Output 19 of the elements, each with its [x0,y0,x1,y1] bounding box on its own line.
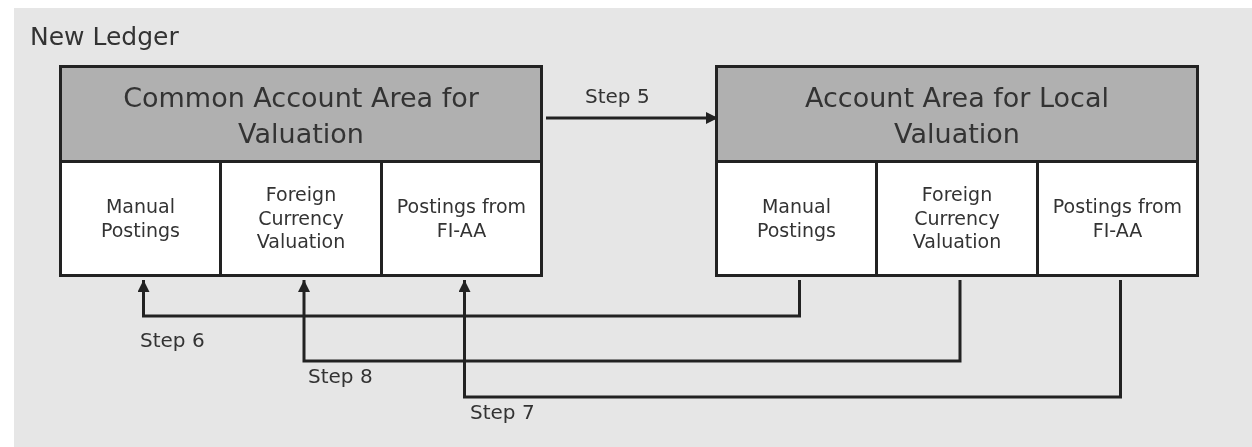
account-area-box [59,65,543,277]
edge-label: Step 7 [470,400,535,424]
arrow [458,280,1122,399]
arrow [137,280,801,318]
account-area-box [715,65,1199,277]
edge-label: Step 6 [140,328,205,352]
posting-cell: Manual Postings [59,160,222,277]
posting-cell: Foreign Currency Valuation [219,160,383,277]
posting-cell: Manual Postings [715,160,878,277]
posting-cell: Postings from FI-AA [380,160,543,277]
arrow [298,280,962,363]
ledger-panel [14,8,1252,447]
posting-cell: Postings from FI-AA [1036,160,1199,277]
posting-cell: Foreign Currency Valuation [875,160,1039,277]
edge-label: Step 8 [308,364,373,388]
edge-label: Step 5 [585,84,650,108]
panel-title: New Ledger [30,22,179,51]
area-heading: Account Area for Local Valuation [804,81,1110,151]
area-heading: Common Account Area for Valuation [122,81,480,151]
